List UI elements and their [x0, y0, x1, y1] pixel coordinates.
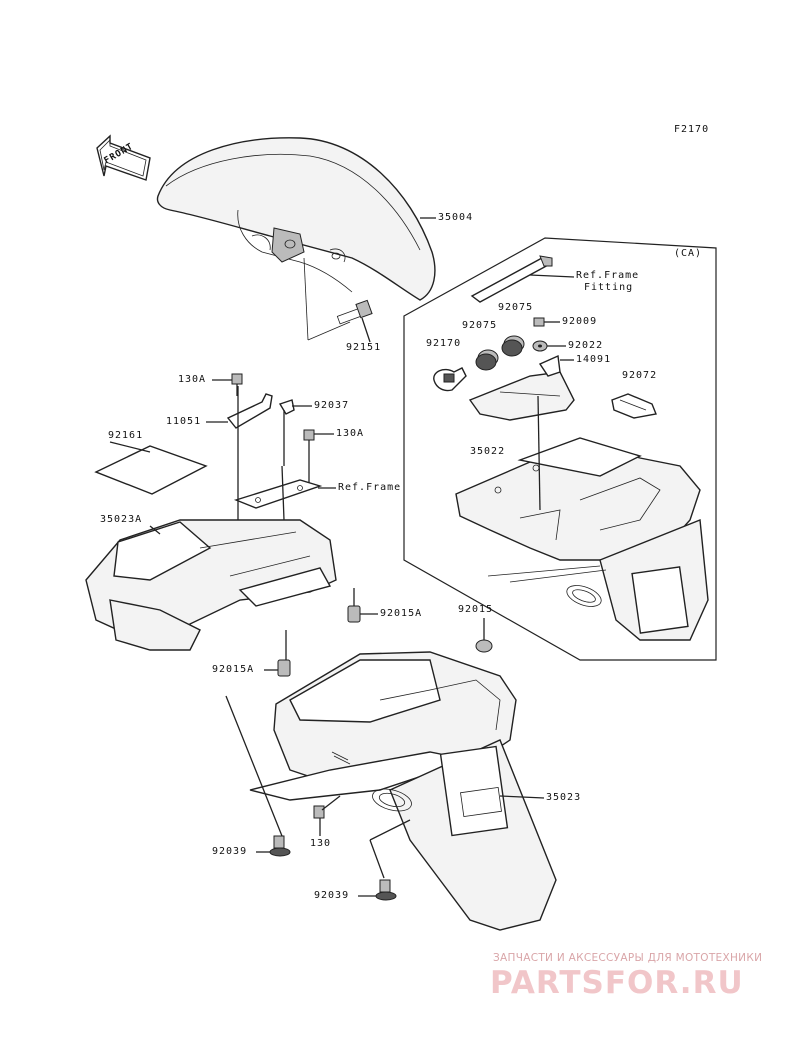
callout-ref-frame[interactable]: Ref.Frame [338, 482, 402, 493]
rivet-92039-b [375, 879, 397, 901]
undertray-35023a [85, 519, 337, 651]
bolt-130a-b [303, 429, 315, 486]
callout-ca-92170[interactable]: 92170 [426, 338, 462, 349]
front-fender-35004 [156, 137, 436, 301]
callout-ca-fitting[interactable]: Fitting [584, 282, 634, 293]
ca-frame-fitting [470, 255, 553, 303]
callout-ca-92075-a[interactable]: 92075 [462, 320, 498, 331]
callout-ca-92072[interactable]: 92072 [622, 370, 658, 381]
ca-clip-92072 [611, 393, 657, 419]
collar-92015a-b [277, 659, 291, 677]
callout-92151[interactable]: 92151 [346, 342, 382, 353]
callout-ca-92009[interactable]: 92009 [562, 316, 598, 327]
ca-bolt-92009 [533, 317, 545, 327]
rear-fender-35023 [249, 651, 557, 931]
callout-130a-right[interactable]: 130A [336, 428, 365, 439]
callout-ca-14091[interactable]: 14091 [576, 354, 612, 365]
callout-ca-35022[interactable]: 35022 [470, 446, 506, 457]
callout-92039-left[interactable]: 92039 [212, 846, 248, 857]
ca-variant-box [403, 237, 717, 661]
callout-ca-92075-b[interactable]: 92075 [498, 302, 534, 313]
ca-variant-label: (CA) [674, 248, 703, 259]
callout-ca-ref-frame[interactable]: Ref.Frame [576, 270, 640, 281]
callout-92015[interactable]: 92015 [458, 604, 494, 615]
watermark-tagline: ЗАПЧАСТИ И АКСЕССУАРЫ ДЛЯ МОТОТЕХНИКИ [493, 952, 763, 964]
watermark-brand: PARTSFOR.RU [490, 965, 744, 1001]
callout-92015a-right[interactable]: 92015A [380, 608, 423, 619]
front-arrow [96, 134, 151, 181]
callout-11051[interactable]: 11051 [166, 416, 202, 427]
ca-grommet-92075 [475, 349, 499, 371]
callout-92037[interactable]: 92037 [314, 400, 350, 411]
ref-frame-bracket [233, 479, 323, 509]
bolt-130a [231, 373, 243, 396]
callout-35023[interactable]: 35023 [546, 792, 582, 803]
collar-92015a [347, 605, 361, 623]
ca-washer-92022 [532, 340, 548, 352]
callout-130a-top[interactable]: 130A [178, 374, 207, 385]
bolt-92151 [336, 299, 373, 325]
ca-rear-fender-35022 [455, 437, 709, 641]
bolt-130 [313, 795, 341, 819]
callout-35004[interactable]: 35004 [438, 212, 474, 223]
washer-92015 [475, 639, 493, 653]
callout-92161[interactable]: 92161 [108, 430, 144, 441]
bracket-11051 [226, 393, 273, 429]
callout-35023a[interactable]: 35023A [100, 514, 143, 525]
figure-code: F2170 [674, 124, 710, 135]
callout-92015a-left[interactable]: 92015A [212, 664, 255, 675]
callout-130[interactable]: 130 [310, 838, 332, 849]
callout-ca-92022[interactable]: 92022 [568, 340, 604, 351]
clamp-92037 [278, 399, 295, 466]
ca-bracket-14091 [468, 354, 575, 421]
callout-92039-bottom[interactable]: 92039 [314, 890, 350, 901]
ca-grommet-92075-b [501, 335, 525, 357]
rivet-92039 [269, 835, 291, 857]
ca-clamp-92170 [433, 367, 467, 392]
pad-92161 [94, 445, 208, 495]
